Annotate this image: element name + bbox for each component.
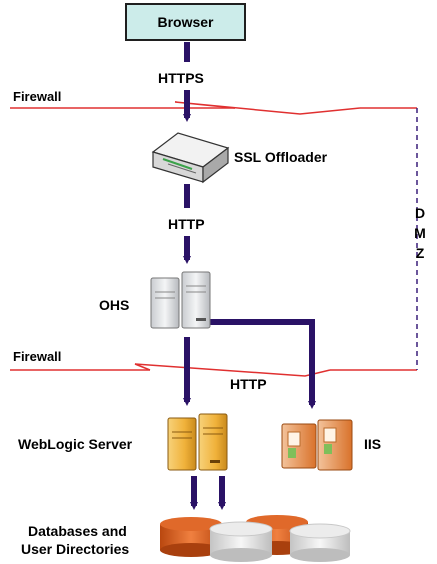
https-label: HTTPS (158, 70, 204, 86)
database-disks-icon (160, 515, 351, 562)
firewall-top-line (10, 101, 417, 115)
iis-label: IIS (364, 436, 382, 452)
disk-orange-1 (160, 517, 222, 557)
dmz-letter-d: D (414, 205, 426, 221)
firewall-bottom-line (10, 363, 417, 377)
iis-server-icon (281, 419, 353, 471)
firewall-top-label: Firewall (13, 89, 62, 104)
ohs-label: OHS (99, 297, 130, 313)
browser-node: Browser (125, 3, 246, 41)
ssl-offloader-icon (151, 132, 230, 184)
disk-gray-2 (289, 523, 351, 562)
browser-label: Browser (157, 14, 214, 30)
firewall-bottom-label: Firewall (13, 349, 62, 364)
http-bottom-label: HTTP (230, 376, 267, 392)
arrow-ohs-to-iis (210, 319, 316, 409)
dmz-letter-m: M (414, 225, 426, 241)
disk-gray-1 (209, 521, 273, 562)
databases-label-line2: User Directories (21, 541, 130, 557)
weblogic-label: WebLogic Server (18, 436, 133, 452)
dmz-letter-z: Z (415, 245, 425, 261)
http-top-label: HTTP (168, 216, 205, 232)
ssl-offloader-label: SSL Offloader (234, 149, 328, 165)
weblogic-server-icon (167, 413, 228, 471)
databases-label-line1: Databases and (28, 523, 127, 539)
ohs-server-icon (150, 271, 211, 329)
